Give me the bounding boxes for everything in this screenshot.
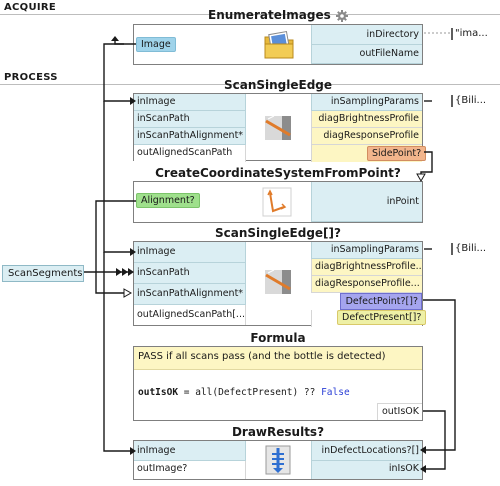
draw-results-title[interactable]: DrawResults? xyxy=(231,425,325,439)
scan-single-edge-array-title[interactable]: ScanSingleEdge[]? xyxy=(215,226,341,240)
input-port-inscanpathalignment[interactable]: inScanPathAlignment* xyxy=(134,128,246,145)
draw-results-icon xyxy=(262,444,294,476)
enumerate-images-title[interactable]: EnumerateImages xyxy=(133,8,423,22)
section-acquire-label: ACQUIRE xyxy=(4,2,57,13)
output-port-diagresponseprofile[interactable]: diagResponseProfile xyxy=(311,128,422,145)
coordinate-axes-icon xyxy=(262,187,292,217)
formula-comment-bg xyxy=(134,347,422,370)
formula-code-arg: DefectPresent xyxy=(218,387,293,398)
scan-single-edge-array-node[interactable]: inImage inScanPath inScanPathAlignment* … xyxy=(133,241,427,327)
scan-single-edge-node[interactable]: inImage inScanPath inScanPathAlignment* … xyxy=(133,93,427,162)
output-port-diagbrightnessprofile-2[interactable]: diagBrightnessProfile... xyxy=(311,259,422,276)
draw-results-node[interactable]: inImage outImage? inDefectLocations?[] i… xyxy=(133,440,423,480)
output-port-outalignedscanpath-2[interactable]: outAlignedScanPath[... xyxy=(134,305,246,325)
create-coordinate-system-node[interactable]: inPoint xyxy=(133,181,423,223)
scan-segments-input[interactable]: ScanSegments xyxy=(2,265,84,282)
gear-icon[interactable] xyxy=(335,9,348,22)
input-port-inscanpathalignment-2[interactable]: inScanPathAlignment* xyxy=(134,284,246,305)
scan-edge-array-icon xyxy=(262,266,294,298)
input-port-inisok[interactable]: inIsOK xyxy=(311,461,422,479)
input-port-outfilename[interactable]: outFileName xyxy=(311,45,422,64)
output-port-outalignedscanpath[interactable]: outAlignedScanPath xyxy=(134,145,246,162)
output-port-diagbrightnessprofile[interactable]: diagBrightnessProfile xyxy=(311,111,422,128)
input-port-insamplingparams-2[interactable]: inSamplingParams xyxy=(311,242,422,259)
scan-single-edge-title[interactable]: ScanSingleEdge xyxy=(223,78,333,92)
scan1-samplingparams-value[interactable]: {Bili... xyxy=(455,95,487,106)
output-port-defectpresent[interactable]: DefectPresent[]? xyxy=(337,310,427,325)
output-port-outisok[interactable]: outIsOK xyxy=(377,403,422,420)
output-port-outimage[interactable]: outImage? xyxy=(134,461,246,479)
section-process-divider xyxy=(0,84,500,85)
formula-node[interactable]: PASS if all scans pass (and the bottle i… xyxy=(133,346,423,421)
formula-code-var: outIsOK xyxy=(138,387,179,398)
input-port-inimage[interactable]: inImage xyxy=(134,94,246,111)
section-process-label: PROCESS xyxy=(4,72,58,83)
input-port-indirectory[interactable]: inDirectory xyxy=(311,25,422,45)
enumerate-images-node[interactable]: inDirectory outFileName xyxy=(133,24,423,65)
formula-code[interactable]: outIsOK = all(DefectPresent) ?? False xyxy=(138,387,350,398)
input-port-insamplingparams[interactable]: inSamplingParams xyxy=(311,94,422,111)
input-port-inpoint[interactable]: inPoint xyxy=(311,182,422,222)
scan2-samplingparams-value[interactable]: {Bili... xyxy=(455,243,487,254)
indirectory-value[interactable]: "ima... xyxy=(455,28,488,39)
output-port-defectpoint[interactable]: DefectPoint?[]? xyxy=(340,293,422,310)
input-port-inimage-2[interactable]: inImage xyxy=(134,242,246,263)
folder-image-icon xyxy=(263,29,295,61)
section-acquire-divider xyxy=(0,14,500,15)
output-port-sidepoint[interactable]: SidePoint? xyxy=(367,146,427,161)
formula-comment: PASS if all scans pass (and the bottle i… xyxy=(138,351,386,362)
input-port-inscanpath-2[interactable]: inScanPath xyxy=(134,263,246,284)
output-port-diagresponseprofile-2[interactable]: diagResponseProfile... xyxy=(311,276,422,293)
input-port-inscanpath[interactable]: inScanPath xyxy=(134,111,246,128)
output-alignment-chip[interactable]: Alignment? xyxy=(136,193,200,208)
input-port-indefectlocations[interactable]: inDefectLocations?[] xyxy=(311,441,422,461)
formula-title[interactable]: Formula xyxy=(250,331,306,345)
scan-edge-icon xyxy=(262,112,294,144)
output-image-chip[interactable]: Image xyxy=(136,37,176,52)
formula-code-keyword: False xyxy=(321,387,350,398)
input-port-inimage-draw[interactable]: inImage xyxy=(134,441,246,461)
formula-code-op: = all( xyxy=(178,387,219,398)
formula-code-close: ) ?? xyxy=(292,387,322,398)
create-coordinate-system-title[interactable]: CreateCoordinateSystemFromPoint? xyxy=(155,166,401,180)
